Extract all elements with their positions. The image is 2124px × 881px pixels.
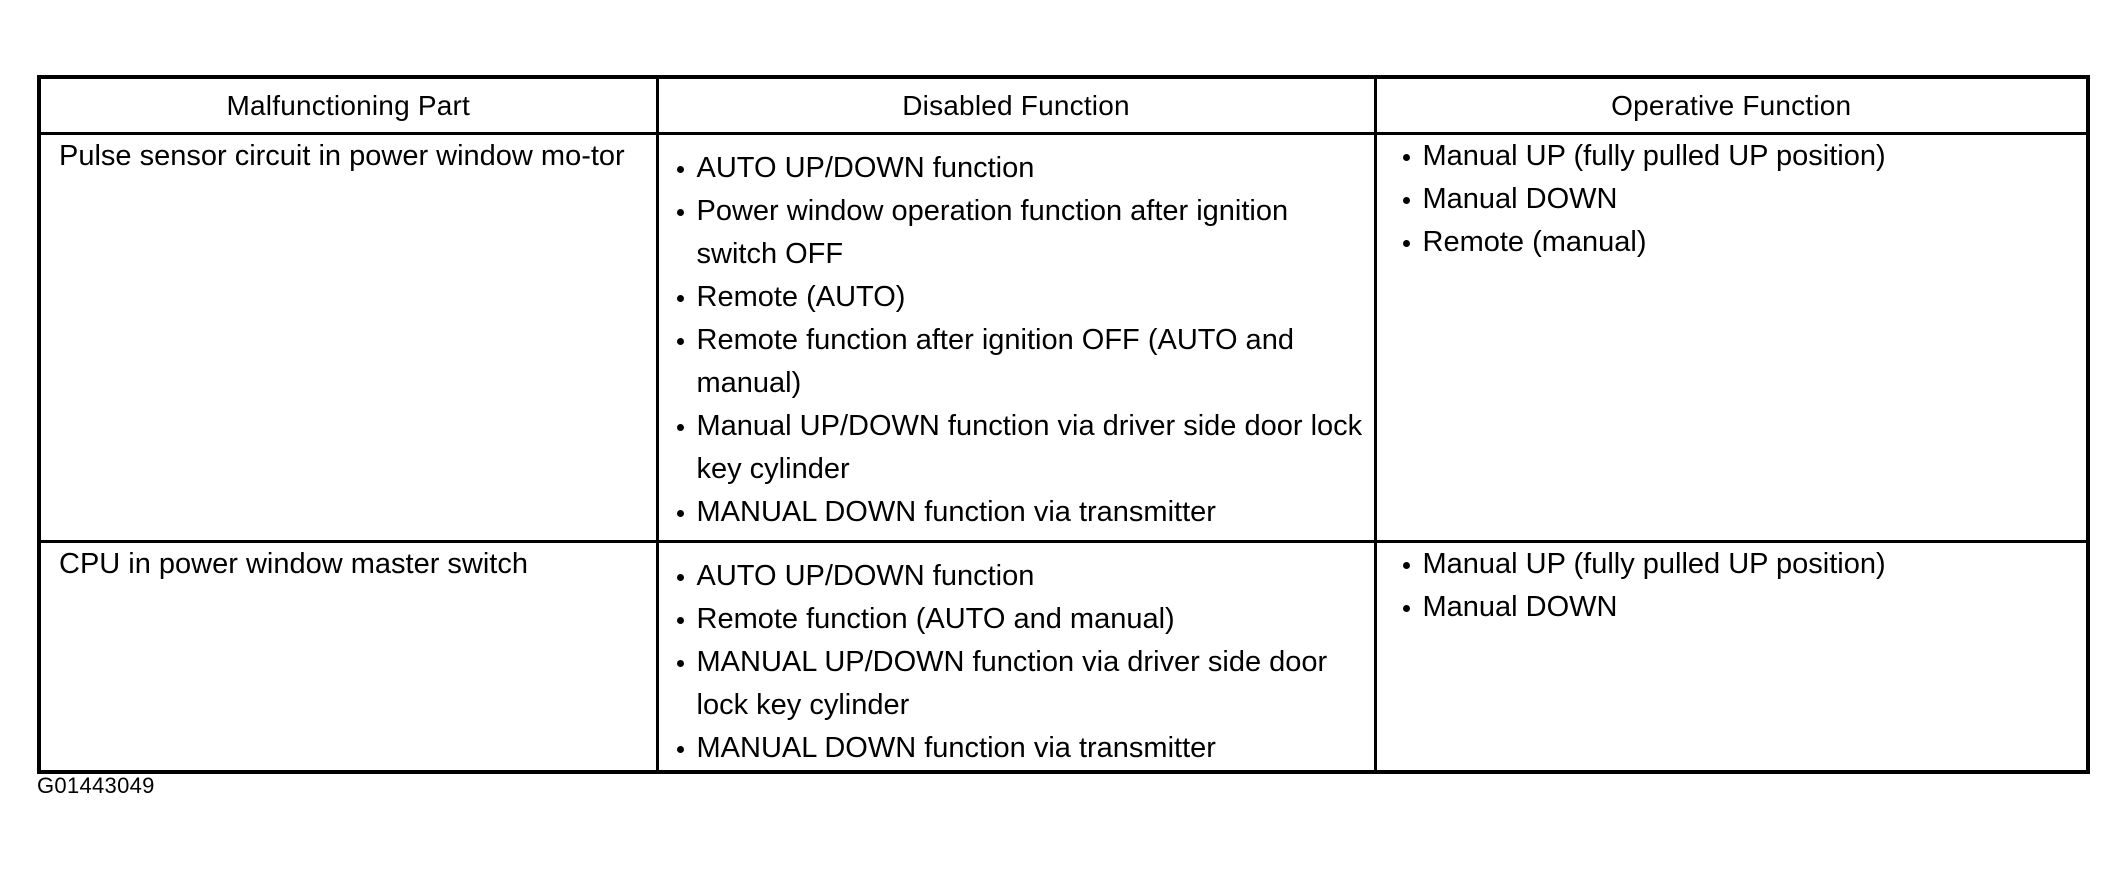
cell-operative-function: Manual UP (fully pulled UP position) Man… [1373,540,2090,774]
operative-function-list: Manual UP (fully pulled UP position) Man… [1401,135,2077,264]
list-item: Remote (AUTO) [675,276,1364,319]
column-header-operative-function: Operative Function [1373,75,2090,135]
list-item: Manual UP (fully pulled UP position) [1401,135,2077,178]
list-item: Manual DOWN [1401,178,2077,221]
list-item: Manual UP (fully pulled UP position) [1401,543,2077,586]
malfunctioning-part-text: CPU in power window master switch [59,548,528,580]
list-item: Remote (manual) [1401,221,2077,264]
malfunction-function-table: Malfunctioning Part Disabled Function Op… [37,75,2090,774]
list-item: MANUAL UP/DOWN function via driver side … [675,641,1364,727]
list-item: AUTO UP/DOWN function [675,555,1364,598]
column-header-disabled-function: Disabled Function [655,75,1377,135]
disabled-function-list: AUTO UP/DOWN function Remote function (A… [675,555,1364,769]
list-item: MANUAL DOWN function via transmitter [675,491,1364,534]
operative-function-list: Manual UP (fully pulled UP position) Man… [1401,543,2077,629]
list-item: Power window operation function after ig… [675,190,1364,276]
cell-operative-function: Manual UP (fully pulled UP position) Man… [1373,132,2090,543]
cell-malfunctioning-part: Pulse sensor circuit in power window mo-… [37,132,659,543]
list-item: AUTO UP/DOWN function [675,147,1364,190]
cell-malfunctioning-part: CPU in power window master switch [37,540,659,774]
table-header-row: Malfunctioning Part Disabled Function Op… [37,75,2090,135]
table-row: CPU in power window master switch AUTO U… [37,540,2090,774]
cell-disabled-function: AUTO UP/DOWN function Remote function (A… [655,540,1377,774]
cell-disabled-function: AUTO UP/DOWN function Power window opera… [655,132,1377,543]
disabled-function-list: AUTO UP/DOWN function Power window opera… [675,147,1364,534]
list-item: Manual DOWN [1401,586,2077,629]
table-row: Pulse sensor circuit in power window mo-… [37,132,2090,543]
list-item: MANUAL DOWN function via transmitter [675,727,1364,769]
list-item: Remote function (AUTO and manual) [675,598,1364,641]
figure-code-label: G01443049 [37,773,155,798]
column-header-malfunctioning-part: Malfunctioning Part [37,75,659,135]
malfunctioning-part-text: Pulse sensor circuit in power window mo-… [59,140,625,172]
list-item: Manual UP/DOWN function via driver side … [675,405,1364,491]
list-item: Remote function after ignition OFF (AUTO… [675,319,1364,405]
